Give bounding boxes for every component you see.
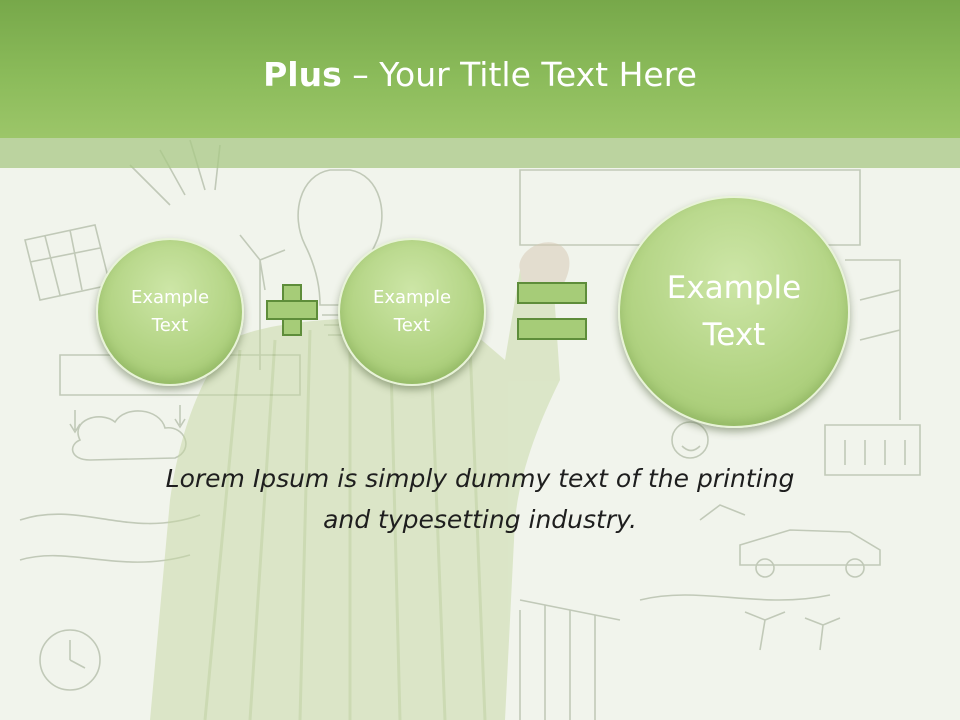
example-circle-1[interactable]: Example Text (96, 238, 244, 386)
body-text-line2: and typesetting industry. (323, 505, 637, 534)
example-circle-result[interactable]: Example Text (618, 196, 850, 428)
example-circle-2-line2: Text (393, 315, 431, 336)
slide-title-bold: Plus (263, 55, 342, 94)
example-circle-1-line2: Text (151, 315, 189, 336)
example-circle-result-line2: Text (702, 317, 766, 353)
example-circle-2-line1: Example (372, 287, 452, 308)
example-circle-1-line1: Example (130, 287, 210, 308)
body-text[interactable]: Lorem Ipsum is simply dummy text of the … (80, 458, 880, 540)
example-circle-2[interactable]: Example Text (338, 238, 486, 386)
body-text-line1: Lorem Ipsum is simply dummy text of the … (165, 464, 795, 493)
slide-title[interactable]: Plus – Your Title Text Here (0, 50, 960, 100)
equals-icon (517, 282, 587, 340)
plus-icon (266, 284, 318, 336)
title-accent-strip (0, 138, 960, 168)
example-circle-result-line1: Example (666, 270, 802, 306)
title-bar (0, 0, 960, 138)
slide-title-text: – Your Title Text Here (341, 55, 697, 94)
